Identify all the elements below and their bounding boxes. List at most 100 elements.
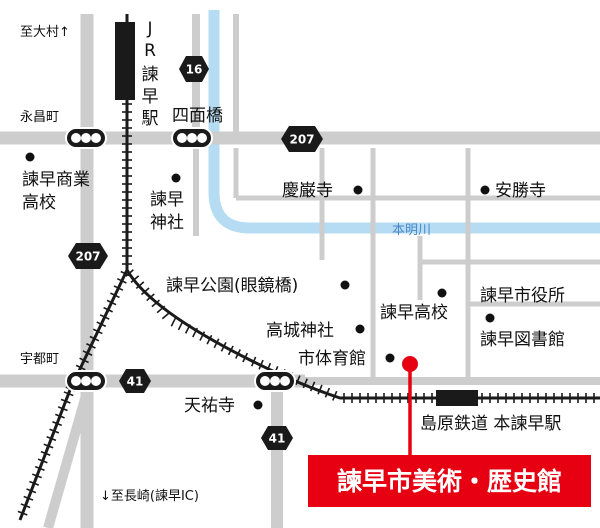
- rail-tie: [110, 292, 120, 299]
- rail-tie: [140, 287, 150, 296]
- signal-utsu: [65, 370, 107, 392]
- landmark-shogyo-label-line2: 高校: [22, 193, 56, 213]
- road-south-west-diagonal: [43, 390, 92, 528]
- river-name-label: 本明川: [392, 223, 431, 238]
- jr-station-char: 駅: [142, 109, 159, 129]
- shield-route-207-top-number: 207: [289, 133, 314, 147]
- rail-tie: [46, 435, 57, 442]
- honisahaya-station-label: 島原鉄道 本諫早駅: [420, 414, 561, 434]
- jr-line-branch: [18, 269, 129, 521]
- landmark-jinja-label-line1: 諫早: [150, 190, 184, 210]
- rail-tie: [242, 352, 249, 363]
- rail-ties: [17, 103, 595, 516]
- rail-tie: [116, 277, 127, 284]
- landmark-takashiro-label: 高城神社: [266, 321, 334, 341]
- rail-tie: [213, 338, 220, 349]
- landmark-taiikukan-label: 市体育館: [298, 349, 366, 369]
- landmark-keiganji-label: 慶巌寺: [282, 181, 333, 201]
- dot-shiyakusho: [485, 313, 495, 323]
- dot-anshoji: [480, 185, 490, 195]
- shimabara-line: [125, 269, 600, 400]
- signal-eisho: [65, 127, 107, 149]
- rail-tie: [324, 387, 331, 398]
- landmark-anshoji-label: 安勝寺: [495, 181, 546, 201]
- shield-route-207-top: 207: [281, 126, 323, 152]
- jr-station-char: R: [144, 41, 156, 61]
- landmark-koko-label: 諫早高校: [380, 303, 448, 323]
- rail-tie: [60, 398, 71, 404]
- rail-tie: [82, 350, 93, 356]
- dot-keiganji: [353, 185, 363, 195]
- rail-tie: [170, 316, 177, 327]
- rail-tie: [184, 324, 191, 334]
- rail-tie: [20, 503, 31, 509]
- museum-banner: 諫早市美術・歴史館: [308, 455, 591, 507]
- rail-tie: [251, 356, 257, 367]
- rail-tie: [302, 378, 308, 389]
- rail-tie: [332, 390, 338, 401]
- rail-tie: [63, 391, 74, 397]
- rail-tie: [103, 306, 113, 313]
- rail-tie: [227, 345, 234, 356]
- museum-name-label: 諫早市美術・歴史館: [337, 467, 562, 496]
- intersection-utsu-label: 宇都町: [20, 352, 59, 367]
- rail-tie: [258, 359, 264, 370]
- shield-route-41-bottom: 41: [261, 426, 293, 450]
- rail-tie: [54, 413, 65, 419]
- rail-tie: [89, 335, 100, 342]
- landmark-dots: [25, 152, 495, 410]
- rail-tie: [199, 331, 206, 341]
- rail-tie: [99, 314, 110, 320]
- river-channel: [208, 10, 600, 234]
- landmark-toshokan-label: 諫早図書館: [480, 330, 565, 350]
- rail-tie: [57, 406, 68, 412]
- jr-station-char: J: [146, 19, 152, 39]
- shield-route-41-left-number: 41: [127, 375, 144, 389]
- rail-tie: [29, 480, 40, 486]
- rail-tie: [125, 269, 134, 277]
- river: [208, 10, 600, 234]
- shield-route-207-left-number: 207: [75, 250, 100, 264]
- dot-takashiro: [355, 324, 365, 334]
- landmark-tenyuji-label: 天祐寺: [184, 396, 235, 416]
- direction-south-label: ↓至長崎(諫早IC): [100, 488, 199, 504]
- rail-tie: [309, 381, 316, 392]
- landmark-shogyo-label-line1: 諫早商業: [22, 170, 90, 190]
- rail-tie: [177, 320, 184, 331]
- rail-tie: [206, 334, 213, 345]
- rail-tie: [34, 465, 45, 471]
- rail-tie: [79, 357, 89, 364]
- rail-tie: [96, 321, 107, 328]
- shield-route-41-bottom-number: 41: [269, 432, 286, 446]
- jr-station-char: 早: [142, 87, 159, 107]
- dot-shogyo: [25, 152, 35, 162]
- rail-tie: [146, 293, 155, 302]
- rail-tie: [40, 450, 51, 457]
- shield-route-16: 16: [179, 56, 209, 82]
- signal-shimenbashi: [171, 127, 213, 149]
- rail-tie: [192, 327, 198, 338]
- rail-tie: [75, 364, 86, 371]
- rail-tie: [106, 299, 117, 306]
- rail-tie: [37, 458, 48, 464]
- rail-tie: [156, 305, 166, 314]
- dot-taiikukan: [385, 353, 395, 363]
- landmark-jinja-label-line2: 神社: [150, 213, 184, 233]
- jr-isahaya-station-label: J R 諫 早 駅: [142, 19, 159, 129]
- intersection-eisho-label: 永昌町: [20, 110, 59, 125]
- rail-tie: [52, 421, 63, 427]
- rail-tie: [23, 495, 34, 501]
- museum-marker: [402, 356, 418, 458]
- intersection-shimenbashi-label: 四面橋: [172, 106, 223, 126]
- rail-tie: [113, 285, 124, 291]
- rail-tie: [235, 349, 241, 359]
- rail-tie: [135, 281, 145, 290]
- rail-tie: [220, 342, 227, 352]
- rail-tie: [86, 343, 96, 349]
- landmark-koen-label: 諫早公園(眼鏡橋): [166, 276, 298, 296]
- rail-tie: [26, 488, 37, 494]
- dot-jinja: [171, 173, 181, 183]
- museum-pin: [402, 356, 418, 372]
